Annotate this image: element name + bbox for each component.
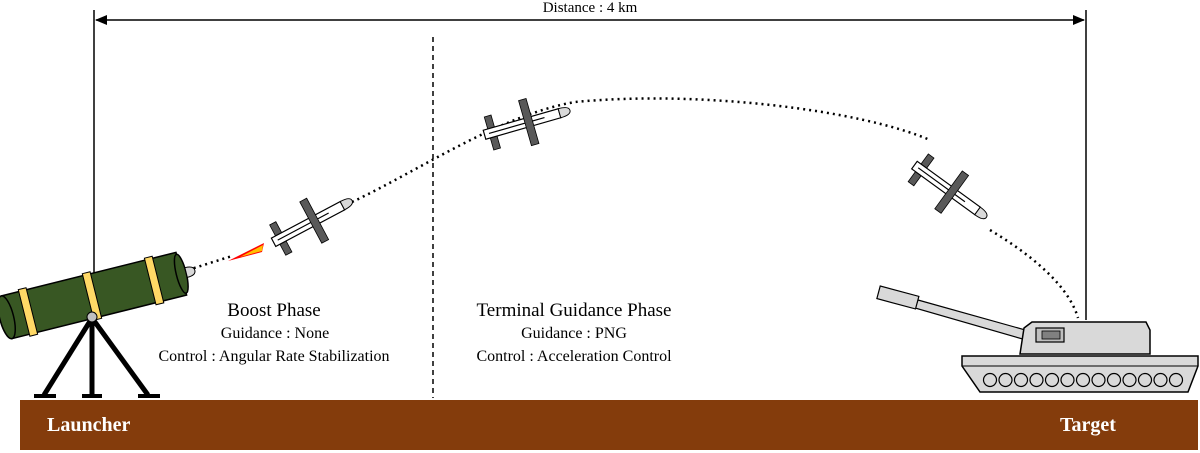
launcher <box>0 251 196 398</box>
terminal-control-label: Control : Acceleration Control <box>476 348 672 365</box>
tank-wheel <box>1029 372 1044 388</box>
tank-wheel <box>1013 372 1029 388</box>
tank-wheel <box>982 372 998 388</box>
tank-wheel <box>1075 372 1091 388</box>
tank-wheel <box>1091 372 1106 388</box>
terminal-phase-title: Terminal Guidance Phase <box>476 300 672 321</box>
boost-control-label: Control : Angular Rate Stabilization <box>158 348 390 365</box>
ground <box>20 400 1198 450</box>
target-label: Target <box>1060 414 1116 436</box>
exhaust-flame <box>228 243 264 261</box>
distance-label: Distance : 4 km <box>542 0 638 16</box>
missile-terminal <box>900 145 1001 237</box>
target-tank <box>876 285 1199 393</box>
terminal-guidance-label: Guidance : PNG <box>521 325 627 342</box>
tank-wheel <box>1168 372 1184 388</box>
missile-midcourse <box>477 87 578 158</box>
launcher-label: Launcher <box>47 414 131 436</box>
missile-boost <box>261 179 364 264</box>
boost-phase-title: Boost Phase <box>227 300 321 321</box>
tank-wheel <box>1153 372 1168 388</box>
tank-wheel <box>1106 372 1122 388</box>
tank-wheel <box>1122 372 1137 388</box>
tank-wheel <box>1060 372 1075 388</box>
trajectory-path <box>187 97 1080 319</box>
tank-wheel <box>1044 372 1060 388</box>
tank-wheel <box>998 372 1013 388</box>
boost-guidance-label: Guidance : None <box>220 325 330 342</box>
tank-wheel <box>1137 372 1153 388</box>
